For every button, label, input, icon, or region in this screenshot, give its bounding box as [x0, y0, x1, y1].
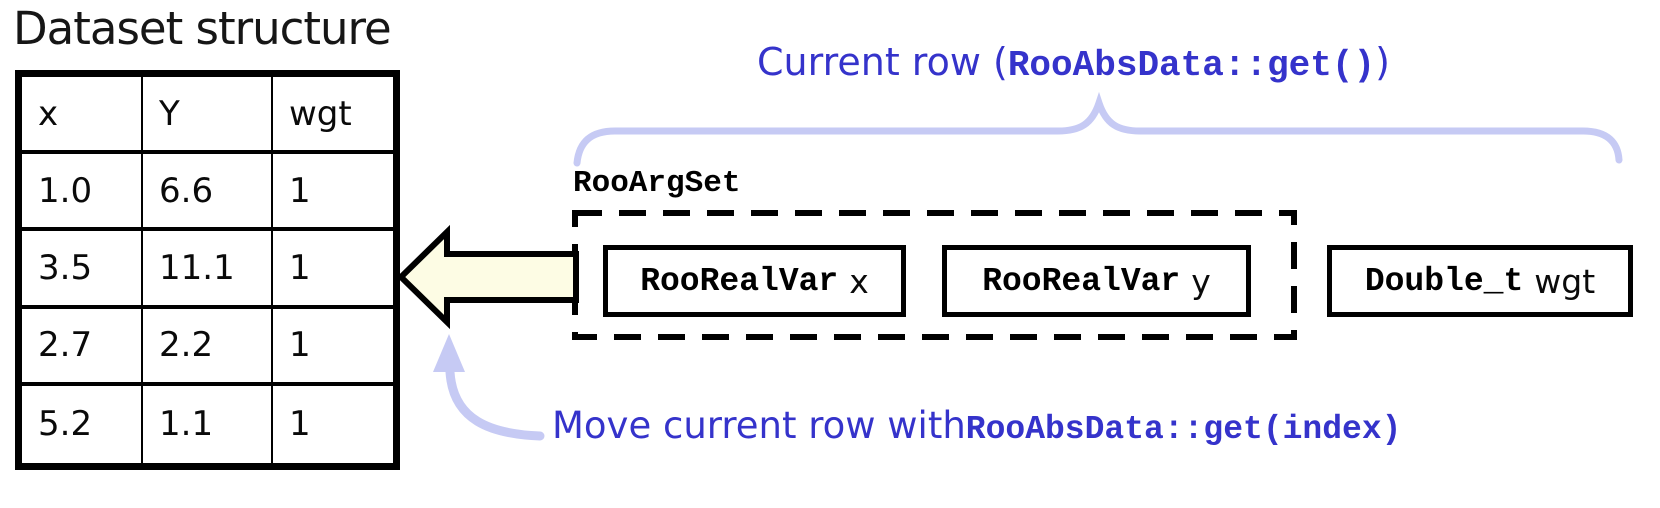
table-cell: 1.0 — [22, 154, 143, 232]
dataset-table: x Y wgt 1.0 6.6 1 3.5 11.1 1 2.7 2.2 1 5… — [15, 70, 400, 470]
table-cell: 11.1 — [143, 231, 273, 309]
table-cell: 2.2 — [143, 308, 273, 386]
curved-up-arrow — [445, 367, 545, 441]
var-name-label: x — [849, 261, 869, 301]
page-title: Dataset structure — [13, 2, 392, 55]
var-type-label: Double_t — [1364, 262, 1524, 300]
top-curly-brace — [573, 91, 1623, 167]
table-cell: 1 — [273, 309, 393, 386]
var-name-label: y — [1191, 261, 1211, 301]
left-block-arrow — [396, 224, 579, 330]
table-cell: 1 — [273, 231, 393, 309]
argset-dashed-box — [572, 210, 1297, 340]
var-name-label: wgt — [1534, 261, 1596, 301]
table-header-cell: Y — [143, 77, 273, 155]
roorealvar-y-box: RooRealVar y — [942, 245, 1251, 317]
table-cell: 6.6 — [143, 154, 273, 232]
curved-up-arrow-head — [433, 334, 465, 372]
move-row-code: RooAbsData::get(index) — [965, 411, 1402, 448]
table-cell: 1.1 — [143, 385, 273, 463]
var-type-label: RooRealVar — [640, 262, 839, 300]
move-row-annotation: Move current row with RooAbsData::get(in… — [552, 404, 1401, 448]
table-header-cell: wgt — [273, 77, 393, 155]
double-t-wgt-box: Double_t wgt — [1327, 245, 1633, 317]
table-cell: 1 — [273, 154, 393, 232]
table-header-cell: x — [22, 77, 143, 155]
current-row-suffix: ) — [1375, 40, 1390, 84]
roorealvar-x-box: RooRealVar x — [603, 245, 906, 317]
move-row-text: Move current row with — [552, 404, 966, 447]
current-row-code: RooAbsData::get() — [1007, 45, 1376, 86]
table-cell: 5.2 — [22, 385, 143, 463]
table-cell: 2.7 — [22, 308, 143, 386]
table-cell: 3.5 — [22, 231, 143, 309]
current-row-text: Current row ( — [757, 40, 1008, 84]
current-row-annotation: Current row (RooAbsData::get()) — [757, 40, 1390, 86]
argset-label: RooArgSet — [573, 166, 741, 201]
table-cell: 1 — [289, 404, 311, 445]
var-type-label: RooRealVar — [982, 262, 1181, 300]
